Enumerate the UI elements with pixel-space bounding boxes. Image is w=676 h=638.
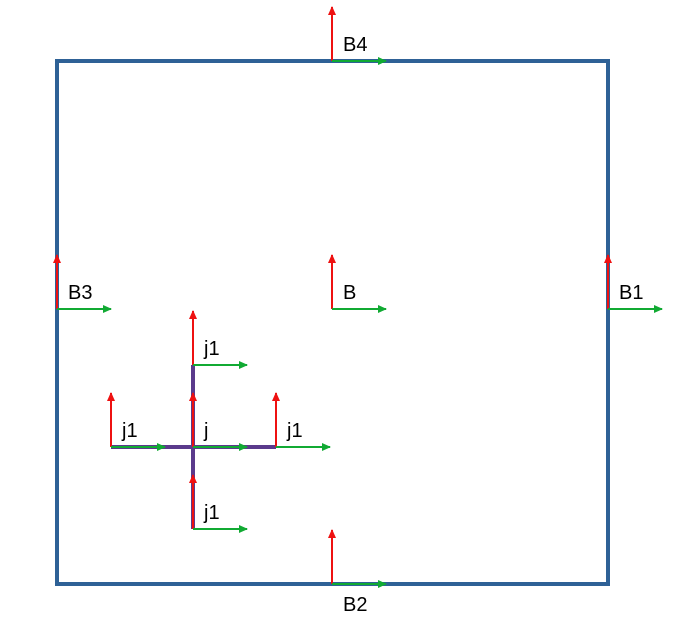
b1-label: B1 — [619, 282, 643, 304]
b2-label: B2 — [343, 594, 367, 616]
b4-label: B4 — [343, 34, 367, 56]
j-label: j — [203, 420, 208, 442]
j1-right-label: j1 — [286, 420, 303, 442]
frame-b1: B1 — [604, 254, 663, 313]
frame-j: j — [189, 392, 248, 451]
frame-j1-bottom: j1 — [189, 474, 248, 533]
frame-b2: B2 — [328, 529, 387, 616]
frame-j1-left: j1 — [107, 392, 166, 451]
j1-left-label: j1 — [121, 420, 138, 442]
domain-border — [55, 59, 610, 586]
b3-label: B3 — [68, 282, 92, 304]
j1-bottom-label: j1 — [203, 502, 220, 524]
frame-j1-right: j1 — [272, 392, 331, 451]
frame-b3: B3 — [53, 254, 112, 313]
frame-b: B — [328, 254, 387, 313]
frame-j1-top: j1 — [189, 310, 248, 369]
b-label: B — [343, 282, 356, 304]
frame-b4: B4 — [328, 6, 387, 65]
j1-top-label: j1 — [203, 338, 220, 360]
